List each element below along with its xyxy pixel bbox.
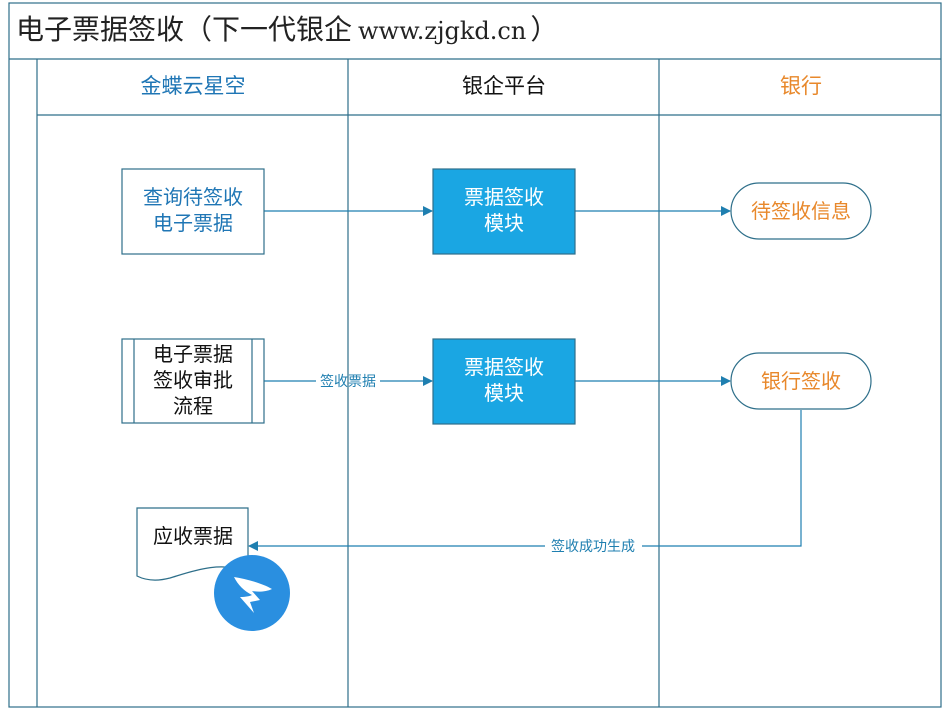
- node-pending-info: [730, 182, 872, 240]
- node-sign-module-1: [432, 168, 576, 255]
- node-sign-module-2: [432, 338, 576, 425]
- lane-header-bank: 银行: [780, 74, 822, 98]
- edge-label-sign-bill: 签收票据: [320, 373, 376, 390]
- node-approval-line2: 签收审批: [153, 368, 233, 392]
- node-receivable-label: 应收票据: [153, 524, 233, 548]
- edge-label-sign-success: 签收成功生成: [551, 538, 635, 555]
- node-module1-line2: 模块: [484, 211, 524, 235]
- node-approval-process: [121, 338, 265, 424]
- node-module1-line1: 票据签收: [464, 185, 544, 209]
- dingtalk-logo-icon: [214, 555, 290, 631]
- node-module2-line1: 票据签收: [464, 355, 544, 379]
- lane-header-kingdee: 金蝶云星空: [141, 74, 246, 98]
- node-approval-line1: 电子票据: [153, 342, 233, 366]
- node-query-line2: 电子票据: [153, 211, 233, 235]
- node-pending-info-label: 待签收信息: [751, 199, 851, 223]
- node-bank-sign: [730, 352, 872, 410]
- node-query-line1: 查询待签收: [143, 185, 243, 209]
- node-module2-line2: 模块: [484, 381, 524, 405]
- node-approval-line3: 流程: [173, 394, 213, 418]
- edge-banksign-down: [642, 410, 802, 547]
- node-query-bills: [121, 168, 265, 255]
- node-bank-sign-label: 银行签收: [761, 369, 841, 393]
- lane-header-platform: 银企平台: [462, 74, 546, 98]
